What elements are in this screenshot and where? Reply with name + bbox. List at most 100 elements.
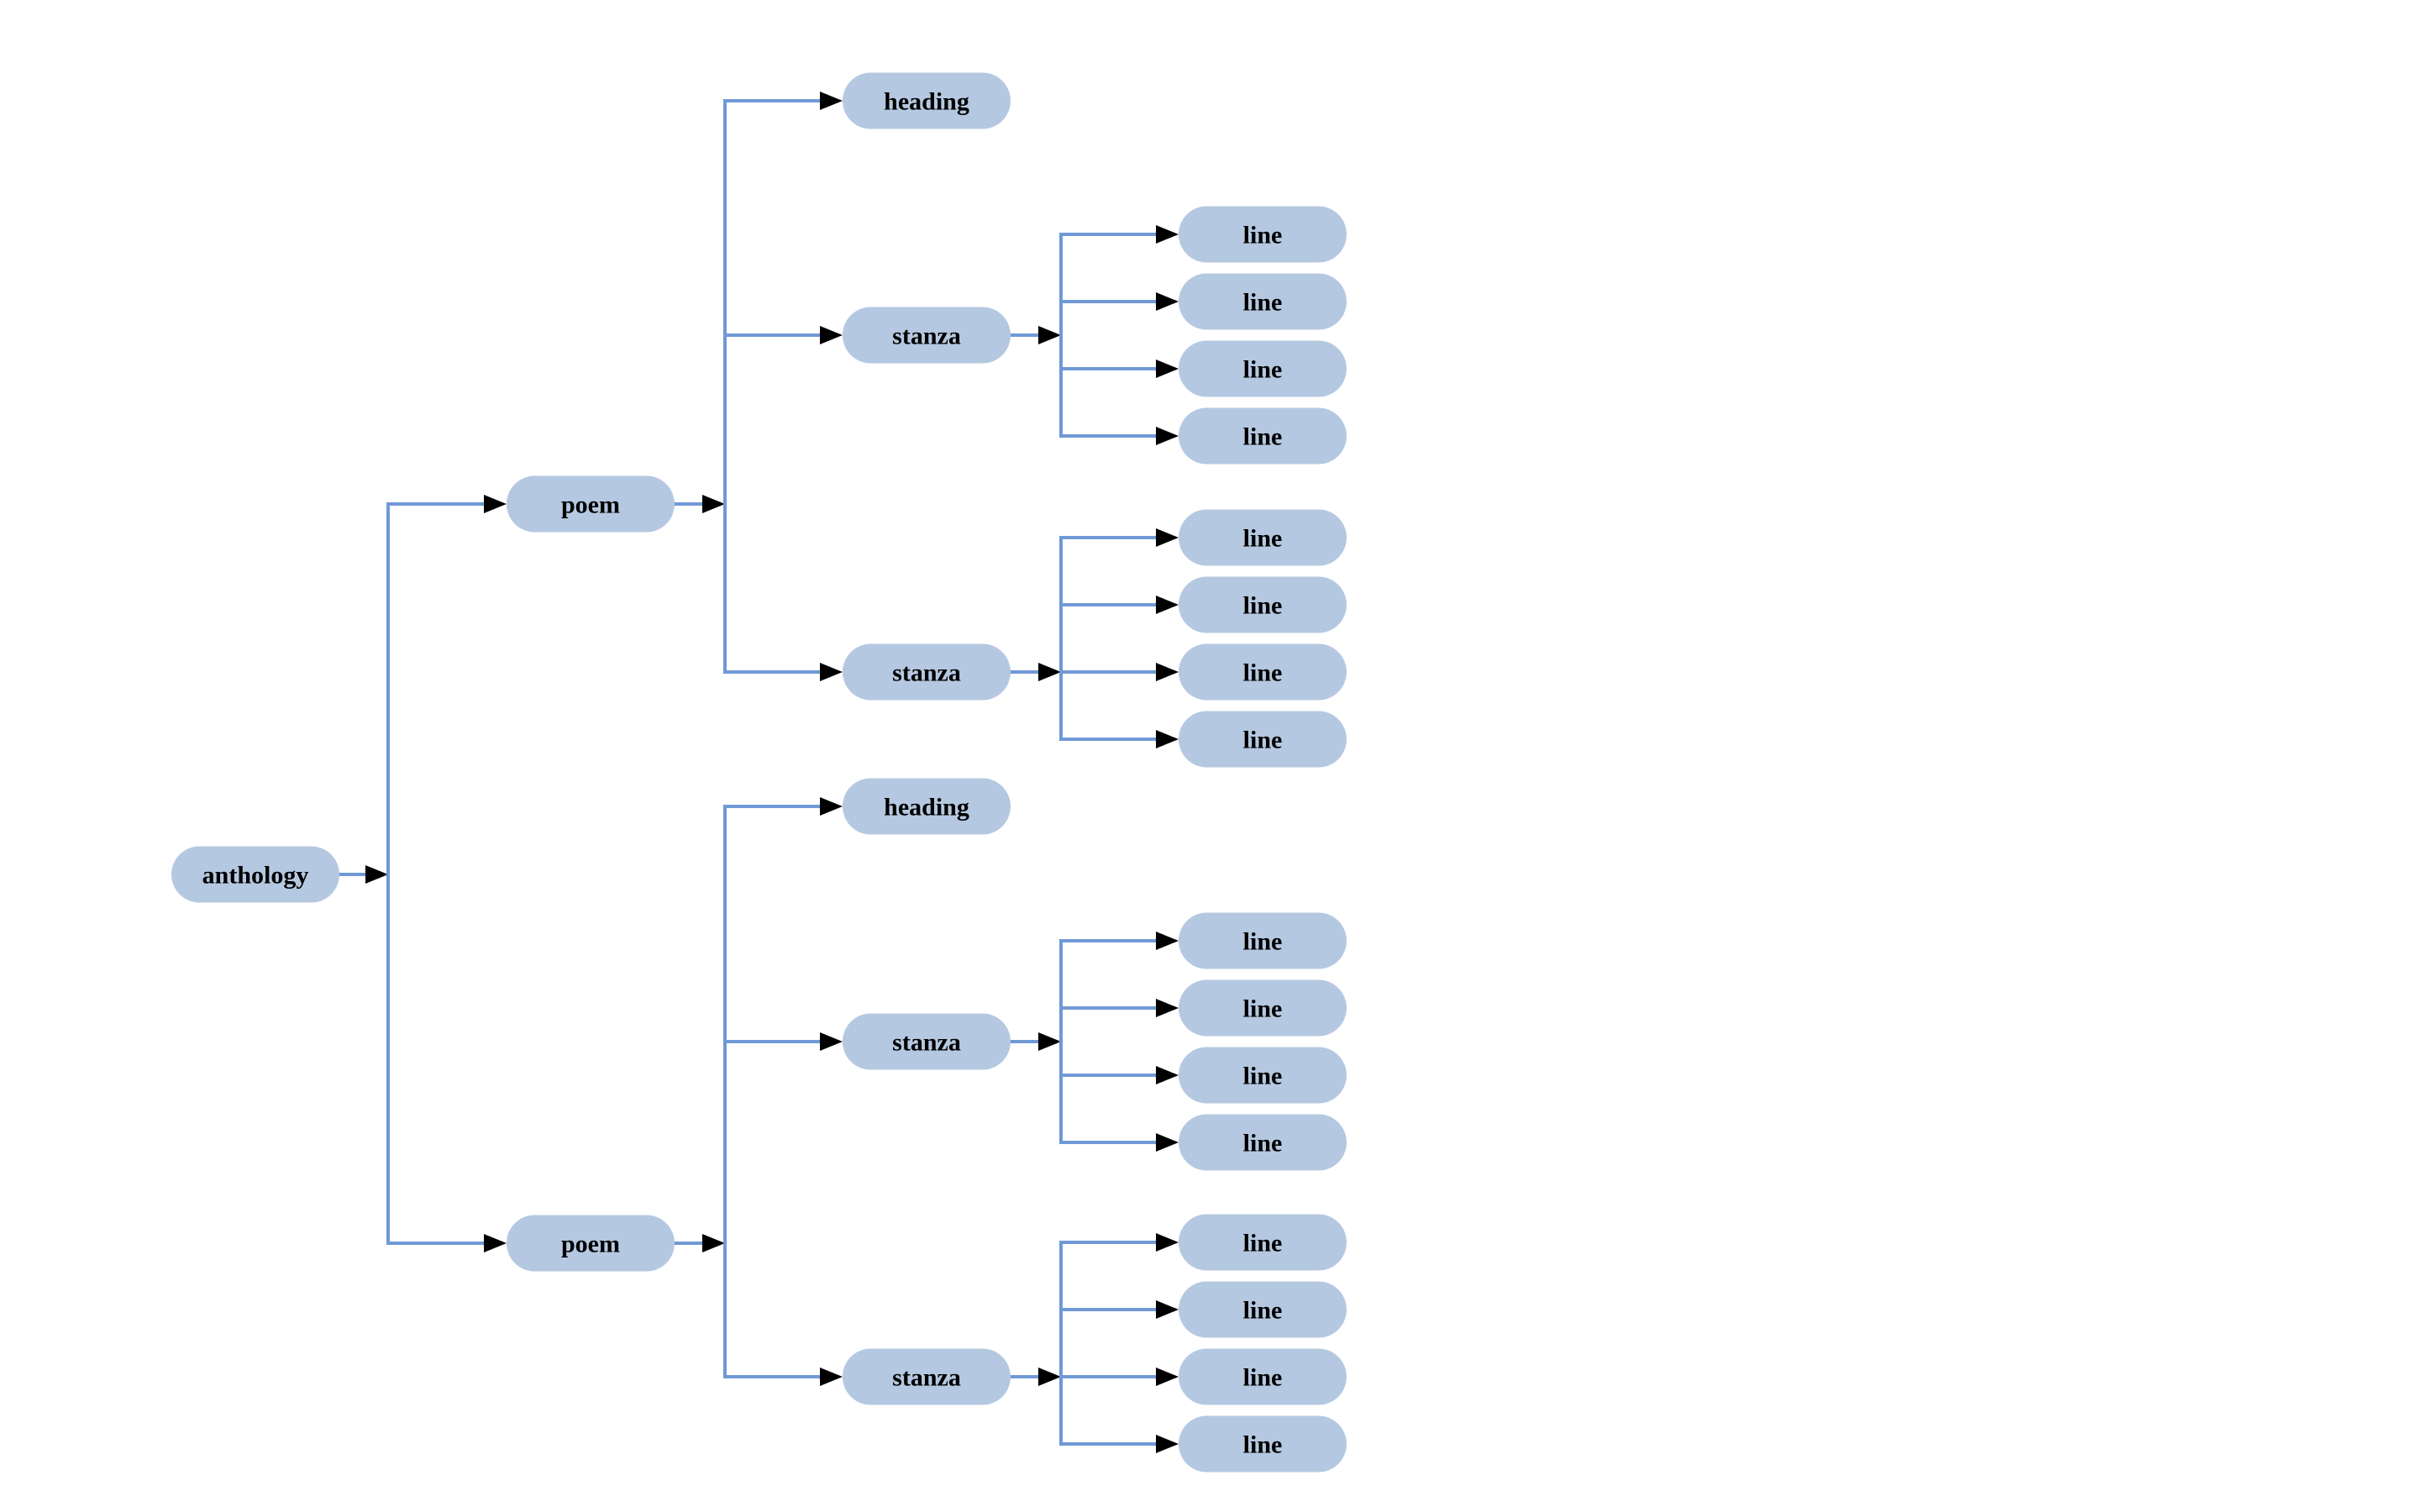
node-pill (843, 1348, 1011, 1405)
node-label: line (1243, 1130, 1283, 1158)
arrowhead-icon (1038, 663, 1061, 681)
node-label: line (1243, 356, 1283, 384)
arrowhead-icon (820, 326, 843, 344)
node-label: heading (884, 88, 969, 116)
tree-node-line-3d: line (1179, 1114, 1347, 1171)
node-pill (1179, 273, 1347, 330)
node-label: stanza (892, 659, 961, 687)
node-label: line (1243, 592, 1283, 620)
tree-node-stanza-4: stanza (843, 1348, 1011, 1405)
node-label: line (1243, 1364, 1283, 1392)
node-pill (1179, 340, 1347, 397)
arrowhead-icon (1156, 1300, 1179, 1319)
tree-node-line-2a: line (1179, 509, 1347, 566)
node-pill (1179, 407, 1347, 465)
node-pill (1179, 1348, 1347, 1405)
arrowhead-icon (1156, 528, 1179, 547)
tree-node-line-1a: line (1179, 206, 1347, 263)
connector-layer (338, 92, 1179, 1453)
node-label: line (1243, 289, 1283, 317)
arrowhead-icon (702, 1234, 725, 1252)
tree-node-line-4b: line (1179, 1281, 1347, 1338)
node-label: stanza (892, 1029, 961, 1057)
node-pill (843, 643, 1011, 701)
arrowhead-icon (1156, 292, 1179, 311)
node-label: line (1243, 727, 1283, 754)
tree-node-line-2d: line (1179, 711, 1347, 768)
arrowhead-icon (820, 663, 843, 681)
arrowhead-icon (1156, 1233, 1179, 1252)
arrowhead-icon (1156, 932, 1179, 950)
tree-node-poem-2: poem (507, 1215, 675, 1272)
node-pill (843, 1013, 1011, 1070)
arrowhead-icon (820, 92, 843, 110)
node-layer: anthology poem heading stanza line line line li… (171, 72, 1347, 1473)
arrowhead-icon (820, 797, 843, 816)
tree-node-poem-1: poem (507, 475, 675, 533)
node-label: heading (884, 794, 969, 822)
node-label: anthology (202, 862, 309, 890)
node-label: line (1243, 928, 1283, 956)
node-label: line (1243, 659, 1283, 687)
tree-node-line-1d: line (1179, 407, 1347, 465)
node-pill (1179, 643, 1347, 701)
tree-node-line-4c: line (1179, 1348, 1347, 1405)
tree-node-line-4a: line (1179, 1214, 1347, 1271)
node-pill (1179, 979, 1347, 1037)
node-label: poem (561, 1231, 620, 1258)
arrowhead-icon (1038, 326, 1061, 344)
node-pill (1179, 509, 1347, 566)
node-pill (843, 307, 1011, 364)
node-pill (1179, 1281, 1347, 1338)
node-pill (507, 475, 675, 533)
arrowhead-icon (1156, 1368, 1179, 1386)
node-label: line (1243, 525, 1283, 553)
node-label: line (1243, 995, 1283, 1023)
arrowhead-icon (820, 1368, 843, 1386)
node-label: poem (561, 491, 620, 519)
arrowhead-icon (1156, 596, 1179, 614)
node-pill (1179, 1214, 1347, 1271)
node-pill (1179, 1114, 1347, 1171)
arrowhead-icon (1156, 999, 1179, 1017)
node-label: line (1243, 222, 1283, 249)
arrowhead-icon (1038, 1032, 1061, 1051)
node-pill (507, 1215, 675, 1272)
arrowhead-icon (1156, 1066, 1179, 1084)
arrowhead-icon (1156, 360, 1179, 378)
tree-node-line-4d: line (1179, 1415, 1347, 1473)
arrowhead-icon (820, 1032, 843, 1051)
node-pill (843, 72, 1011, 129)
node-pill (171, 846, 339, 903)
node-pill (843, 778, 1011, 835)
node-label: line (1243, 1297, 1283, 1325)
node-label: line (1243, 1230, 1283, 1257)
arrowhead-icon (365, 865, 388, 884)
arrowhead-icon (1156, 427, 1179, 445)
arrowhead-icon (1156, 730, 1179, 748)
arrowhead-icon (1038, 1368, 1061, 1386)
node-pill (1179, 206, 1347, 263)
arrowhead-icon (1156, 1133, 1179, 1152)
node-pill (1179, 1047, 1347, 1104)
node-label: line (1243, 423, 1283, 451)
tree-node-line-2c: line (1179, 643, 1347, 701)
arrowhead-icon (484, 495, 507, 513)
tree-node-line-3a: line (1179, 912, 1347, 969)
tree-node-stanza-2: stanza (843, 643, 1011, 701)
tree-node-anthology: anthology (171, 846, 339, 903)
node-label: line (1243, 1431, 1283, 1459)
node-pill (1179, 1415, 1347, 1473)
node-label: stanza (892, 323, 961, 350)
arrowhead-icon (1156, 225, 1179, 244)
node-pill (1179, 576, 1347, 633)
node-pill (1179, 711, 1347, 768)
tree-node-line-3b: line (1179, 979, 1347, 1037)
arrowhead-icon (1156, 1435, 1179, 1453)
node-label: stanza (892, 1364, 961, 1392)
tree-node-heading-1: heading (843, 72, 1011, 129)
tree-node-line-1b: line (1179, 273, 1347, 330)
tree-node-stanza-3: stanza (843, 1013, 1011, 1070)
